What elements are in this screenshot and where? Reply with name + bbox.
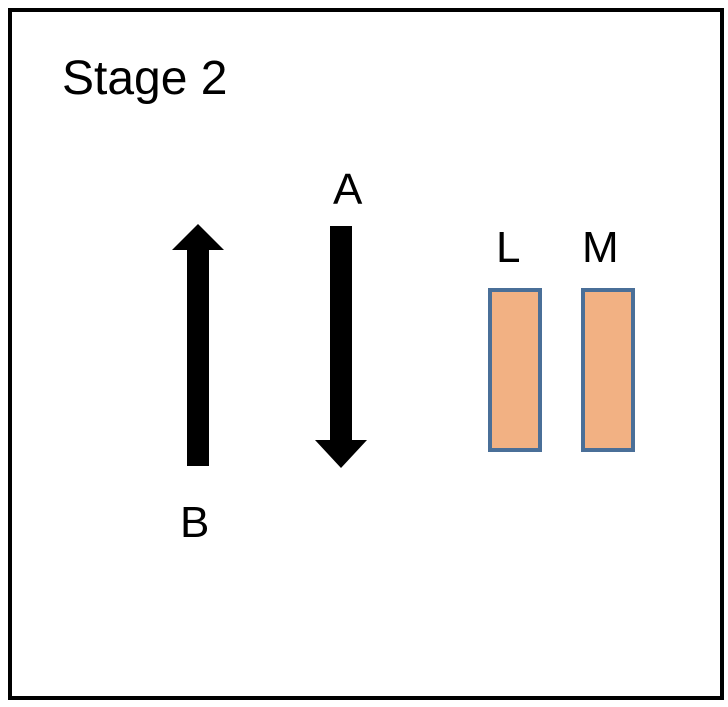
diagram-frame: Stage 2 A B L M [8,8,724,700]
label-l: L [496,223,521,272]
bar-l [488,288,542,452]
arrow-b-shape [172,224,224,466]
arrow-up-icon [172,224,224,466]
stage-title: Stage 2 [62,52,228,105]
label-b: B [180,498,210,547]
label-a: A [333,165,363,214]
arrow-a-shape [315,226,367,468]
label-m: M [582,223,619,272]
arrow-down-icon [315,226,367,468]
bar-m [581,288,635,452]
